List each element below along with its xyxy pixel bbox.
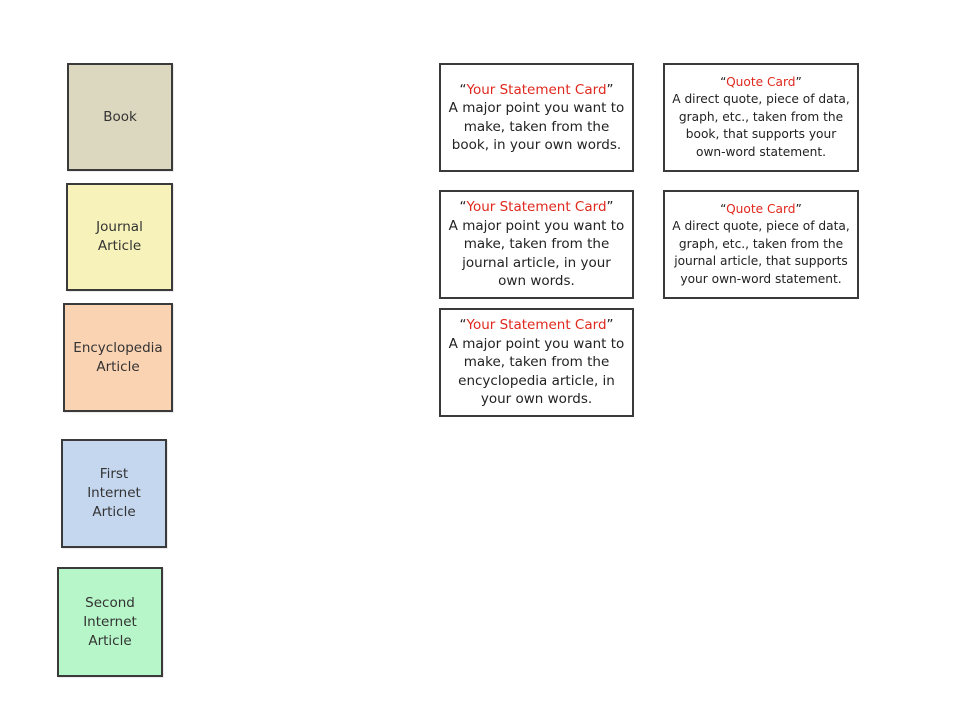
- source-label-book: Book: [103, 108, 137, 125]
- source-label-encyclopedia-article: Encyclopedia Article: [73, 339, 163, 375]
- statement-card-body: A major point you want to make, taken fr…: [448, 335, 625, 408]
- source-label-second-internet-article: Second Internet Article: [83, 594, 137, 649]
- quote-card-title: “Quote Card”: [720, 201, 802, 216]
- quote-card-title: “Quote Card”: [720, 74, 802, 89]
- quote-card-body: A direct quote, piece of data, graph, et…: [672, 219, 850, 286]
- source-box-second-internet-article: Second Internet Article: [57, 567, 163, 677]
- statement-card-journal-article: “Your Statement Card” A major point you …: [439, 190, 634, 299]
- quote-card-book: “Quote Card” A direct quote, piece of da…: [663, 63, 859, 172]
- statement-card-body: A major point you want to make, taken fr…: [448, 100, 625, 153]
- source-box-encyclopedia-article: Encyclopedia Article: [63, 303, 173, 412]
- quote-card-journal-article: “Quote Card” A direct quote, piece of da…: [663, 190, 859, 299]
- source-box-journal-article: Journal Article: [66, 183, 173, 291]
- quote-card-body: A direct quote, piece of data, graph, et…: [672, 92, 850, 159]
- statement-card-title: “Your Statement Card”: [459, 199, 614, 216]
- statement-card-body: A major point you want to make, taken fr…: [448, 217, 625, 290]
- source-box-first-internet-article: First Internet Article: [61, 439, 167, 548]
- source-label-first-internet-article: First Internet Article: [87, 466, 141, 520]
- source-label-journal-article: Journal Article: [96, 219, 143, 254]
- statement-card-title: “Your Statement Card”: [459, 317, 614, 334]
- statement-card-book: “Your Statement Card” A major point you …: [439, 63, 634, 172]
- statement-card-title: “Your Statement Card”: [459, 81, 614, 98]
- source-box-book: Book: [67, 63, 173, 171]
- statement-card-encyclopedia-article: “Your Statement Card” A major point you …: [439, 308, 634, 417]
